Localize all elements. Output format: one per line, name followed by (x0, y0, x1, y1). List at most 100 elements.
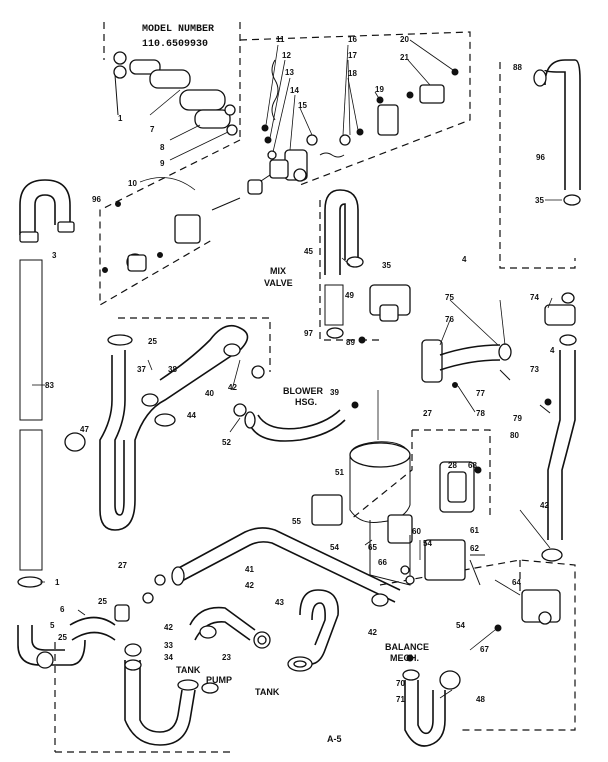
callout: 10 (128, 179, 137, 188)
callout: 11 (276, 35, 285, 44)
callout: 9 (160, 159, 165, 168)
callout: 80 (510, 431, 519, 440)
callout: 12 (282, 51, 291, 60)
blower-housing (349, 390, 411, 523)
callout: 1 (55, 578, 60, 587)
callout: 28 (448, 461, 457, 470)
callout: 48 (476, 695, 485, 704)
callout: 35 (535, 196, 544, 205)
mix-valve-label-1: MIX (270, 266, 286, 276)
right-pipe (533, 59, 581, 562)
tank-pump-label-1: TANK (176, 665, 201, 675)
callout: 75 (445, 293, 454, 302)
callout: 35 (382, 261, 391, 270)
balance-fitting-76 (421, 339, 552, 414)
callout: 8 (160, 143, 165, 152)
blower-label-1: BLOWER (283, 386, 323, 396)
callout: 88 (513, 63, 522, 72)
mix-valve-label-2: VALVE (264, 278, 293, 288)
callout: 4 (462, 255, 467, 264)
solenoid-bracket (102, 197, 241, 273)
callout: 13 (285, 68, 294, 77)
callout: 44 (187, 411, 196, 420)
callout: 76 (445, 315, 454, 324)
callout: 83 (45, 381, 54, 390)
tank-pump-label-2: PUMP (206, 675, 232, 685)
callout: 27 (423, 409, 432, 418)
callout: 71 (396, 695, 405, 704)
hose-45 (324, 189, 411, 344)
balance-label-1: BALANCE (385, 642, 429, 652)
callout: 97 (304, 329, 313, 338)
callout: 45 (304, 247, 313, 256)
callout: 5 (50, 621, 55, 630)
callout: 18 (348, 69, 357, 78)
callout: 89 (346, 338, 355, 347)
hose-52 (233, 403, 346, 442)
callout: 21 (400, 53, 409, 62)
callout: 20 (400, 35, 409, 44)
callout: 70 (396, 679, 405, 688)
tank-label: TANK (255, 687, 280, 697)
callout: 39 (330, 388, 339, 397)
callout: 96 (536, 153, 545, 162)
callout: 68 (468, 461, 477, 470)
page-code: A-5 (327, 734, 342, 744)
hose-41 (154, 527, 401, 607)
callout: 4 (550, 346, 555, 355)
callout: 54 (330, 543, 339, 552)
callout: 42 (164, 623, 173, 632)
callout: 51 (335, 468, 344, 477)
callout: 42 (228, 383, 237, 392)
callout: 74 (530, 293, 539, 302)
callout: 43 (275, 598, 284, 607)
balance-label-2: MECH. (390, 653, 419, 663)
callout: 55 (292, 517, 301, 526)
callout: 37 (137, 365, 146, 374)
callout: 66 (378, 558, 387, 567)
callout: 38 (168, 365, 177, 374)
callout: 3 (52, 251, 57, 260)
callout: 60 (412, 527, 421, 536)
callout: 52 (222, 438, 231, 447)
callout: 42 (368, 628, 377, 637)
callout: 40 (205, 389, 214, 398)
callout: 7 (150, 125, 155, 134)
callout: 14 (290, 86, 299, 95)
callout: 54 (456, 621, 465, 630)
model-number-value: 110.6509930 (142, 39, 208, 50)
callout: 77 (476, 389, 485, 398)
callout: 25 (58, 633, 67, 642)
callout: 42 (540, 501, 549, 510)
callout: 1 (118, 114, 123, 123)
callout: 64 (512, 578, 521, 587)
hose-40 (64, 324, 265, 531)
callout: 73 (530, 365, 539, 374)
callout: 23 (222, 653, 231, 662)
callout: 67 (480, 645, 489, 654)
callout: 54 (423, 539, 432, 548)
balance-mechanism (311, 461, 561, 632)
callout: 61 (470, 526, 479, 535)
callout: 19 (375, 85, 384, 94)
callout: 41 (245, 565, 254, 574)
bottom-left-hoses (17, 592, 154, 669)
callout: 25 (148, 337, 157, 346)
callout: 42 (245, 581, 254, 590)
callout: 62 (470, 544, 479, 553)
callout: 78 (476, 409, 485, 418)
left-drain-hose (17, 179, 75, 588)
callout: 96 (92, 195, 101, 204)
callout: 16 (348, 35, 357, 44)
valve-body (247, 59, 459, 195)
callout: 79 (513, 414, 522, 423)
callout: 15 (298, 101, 307, 110)
callout: 17 (348, 51, 357, 60)
blower-label-2: HSG. (295, 397, 317, 407)
bottom-hoses (124, 589, 461, 747)
callout: 34 (164, 653, 173, 662)
leader-lines (32, 39, 562, 699)
callout: 25 (98, 597, 107, 606)
callout: 27 (118, 561, 127, 570)
